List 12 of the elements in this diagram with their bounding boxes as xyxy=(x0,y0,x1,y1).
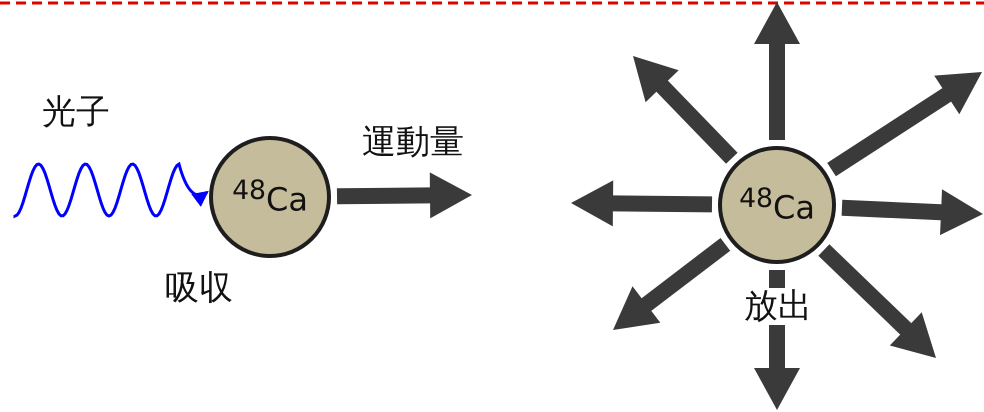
nucleus-label: $^{48}$Ca xyxy=(232,175,308,219)
arrow xyxy=(633,56,738,164)
arrow xyxy=(336,172,472,218)
arrow xyxy=(827,72,982,176)
text-label: 吸収 xyxy=(165,270,233,308)
arrow xyxy=(571,180,712,226)
nucleus-label: $^{48}$Ca xyxy=(739,183,815,227)
arrow xyxy=(754,2,800,140)
arrow xyxy=(613,238,730,330)
arrow xyxy=(842,189,983,236)
wavy-arrow xyxy=(14,162,209,218)
arrow xyxy=(818,244,936,358)
